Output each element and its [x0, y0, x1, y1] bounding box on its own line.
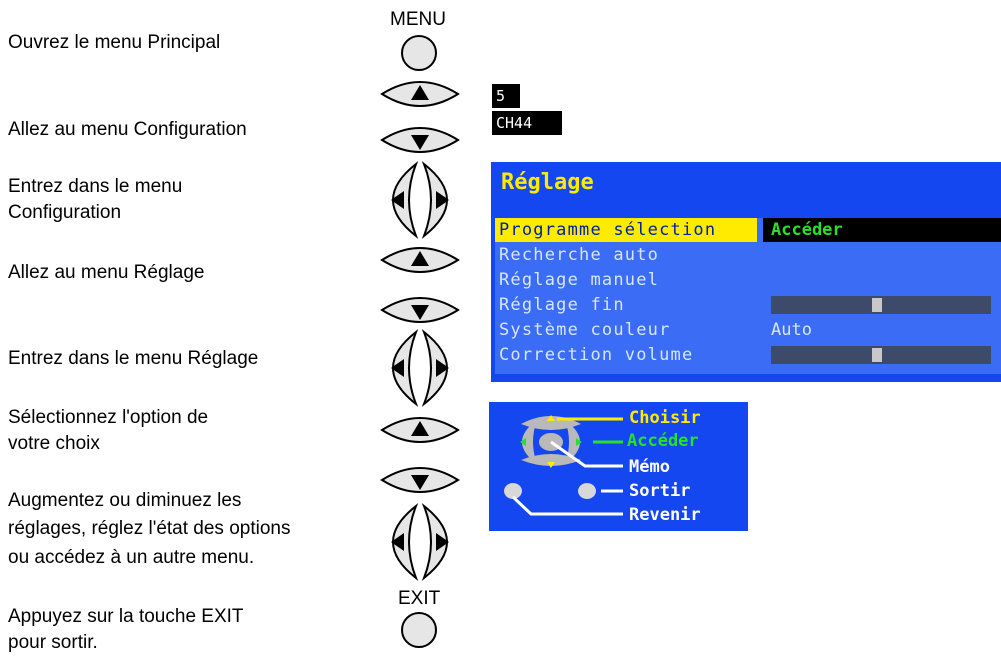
arrow-down-icon [411, 475, 429, 490]
step-go-configuration: Allez au menu Configuration [8, 119, 247, 140]
revenir-dot-icon [504, 483, 522, 499]
up-arrow-button-3[interactable] [380, 414, 460, 450]
down-arrow-button[interactable] [380, 122, 460, 158]
step-enter-reglage: Entrez dans le menu Réglage [8, 348, 259, 369]
down-arrow-button-2[interactable] [380, 292, 460, 328]
dpad-icon [520, 415, 582, 468]
arrow-right-icon [436, 191, 449, 209]
menu-item-value: Accéder [771, 220, 843, 240]
menu-item-programme-selection[interactable]: Programme sélection Accéder [495, 218, 1001, 242]
step-open-main-menu: Ouvrez le menu Principal [8, 32, 221, 53]
slider-knob[interactable] [872, 298, 882, 312]
left-right-buttons-2[interactable] [380, 328, 460, 408]
menu-title: Réglage [501, 170, 594, 195]
step-adjust-line2: réglages, réglez l'état des options [8, 518, 291, 539]
channel-name: CH44 [492, 111, 562, 135]
menu-button[interactable] [400, 34, 440, 74]
menu-item-value: Auto [771, 320, 812, 340]
menu-list: Programme sélection Accéder Recherche au… [495, 218, 1001, 374]
up-arrow-button-2[interactable] [380, 244, 460, 280]
menu-item-label: Programme sélection [499, 220, 717, 240]
step-adjust-line3: ou accédez à un autre menu. [8, 547, 255, 568]
menu-button-label: MENU [390, 9, 446, 30]
left-right-buttons-3[interactable] [380, 502, 460, 582]
menu-item-reglage-manuel[interactable]: Réglage manuel [495, 268, 1001, 292]
legend-acceder: Accéder [627, 431, 699, 451]
legend-revenir: Revenir [629, 505, 701, 525]
navigation-legend: Choisir Accéder Mémo Sortir Revenir [489, 402, 748, 531]
volume-correction-slider[interactable] [771, 346, 991, 364]
arrow-up-icon [411, 251, 429, 266]
legend-sortir: Sortir [629, 481, 691, 501]
arrow-left-icon [391, 533, 404, 551]
arrow-right-icon [436, 533, 449, 551]
legend-choisir: Choisir [629, 408, 701, 428]
step-enter-configuration-line2: Configuration [8, 202, 122, 223]
step-exit-line1: Appuyez sur la touche EXIT [8, 606, 244, 627]
menu-item-label: Recherche auto [499, 245, 660, 265]
arrow-down-icon [411, 135, 429, 150]
reglage-menu: Réglage Programme sélection Accéder Rech… [491, 162, 1001, 382]
arrow-up-icon [411, 421, 429, 436]
legend-memo: Mémo [629, 457, 670, 477]
menu-item-label: Correction volume [499, 345, 694, 365]
left-right-buttons-1[interactable] [380, 160, 460, 240]
arrow-up-icon [411, 85, 429, 100]
menu-item-correction-volume[interactable]: Correction volume [495, 343, 1001, 367]
sortir-dot-icon [578, 483, 596, 499]
down-arrow-button-3[interactable] [380, 462, 460, 498]
arrow-right-icon [436, 359, 449, 377]
channel-indicator: 5 CH44 [492, 84, 562, 138]
step-enter-configuration-line1: Entrez dans le menu [8, 176, 183, 197]
channel-number: 5 [492, 84, 520, 108]
arrow-left-icon [391, 359, 404, 377]
arrow-left-icon [391, 191, 404, 209]
step-go-reglage: Allez au menu Réglage [8, 262, 205, 283]
menu-item-label: Système couleur [499, 320, 671, 340]
step-adjust-line1: Augmentez ou diminuez les [8, 490, 242, 511]
menu-item-label: Réglage manuel [499, 270, 660, 290]
menu-item-reglage-fin[interactable]: Réglage fin [495, 293, 1001, 317]
up-arrow-button[interactable] [380, 78, 460, 114]
menu-item-systeme-couleur[interactable]: Système couleur Auto [495, 318, 1001, 342]
arrow-down-icon [411, 305, 429, 320]
menu-item-label: Réglage fin [499, 295, 625, 315]
slider-knob[interactable] [872, 348, 882, 362]
fine-tune-slider[interactable] [771, 296, 991, 314]
step-select-option-line2: votre choix [8, 433, 100, 454]
step-exit-line2: pour sortir. [8, 632, 98, 653]
exit-button-label: EXIT [398, 588, 441, 609]
step-select-option-line1: Sélectionnez l'option de [8, 407, 209, 428]
menu-item-recherche-auto[interactable]: Recherche auto [495, 243, 1001, 267]
exit-button[interactable] [400, 611, 440, 651]
